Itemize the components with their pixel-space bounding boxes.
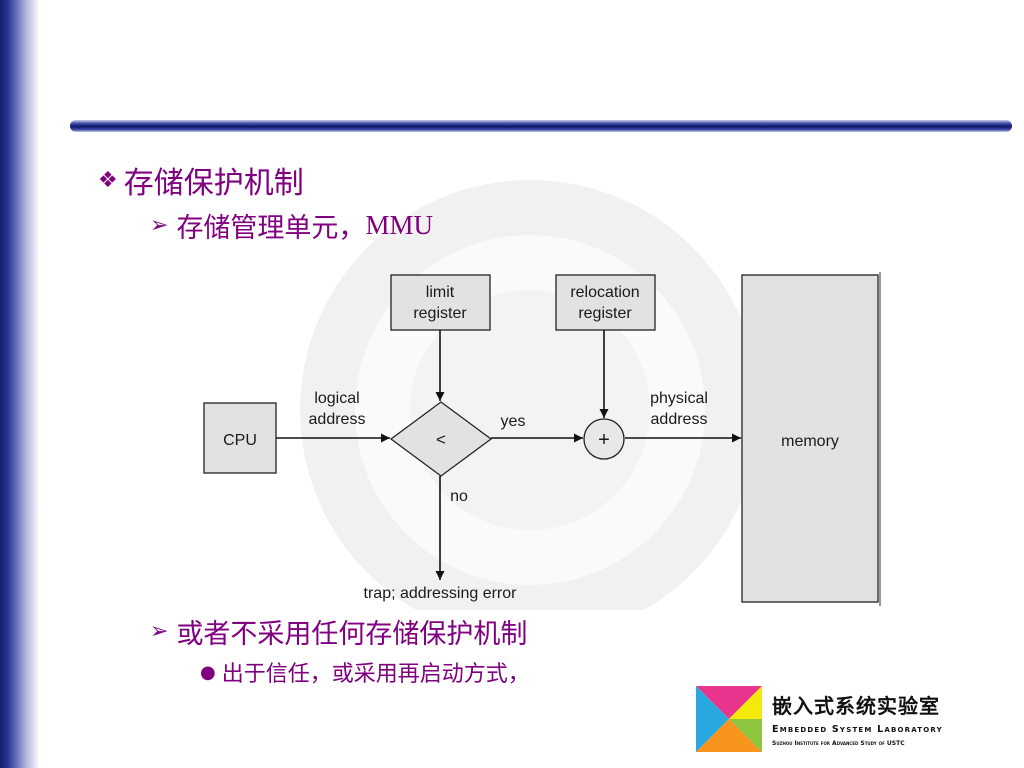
logical-label-line1: logical (314, 390, 359, 407)
yes-label: yes (501, 413, 526, 430)
limit-label-line2: register (413, 305, 467, 322)
circle-bullet-icon: ● (200, 661, 216, 683)
cpu-box (203, 402, 277, 474)
bullet-mmu-abbr: MMU (365, 210, 433, 240)
bullet-mmu-text: 存储管理单元， (176, 213, 366, 244)
bullet-trust: ● 出于信任，或采用再启动方式， (200, 656, 530, 688)
relocation-label-line2: register (578, 305, 632, 322)
lab-logo: 嵌入式系统实验室 Embedded System Laboratory Suzh… (696, 684, 996, 756)
arrow-bullet-icon: ➢ (150, 213, 169, 238)
tangram-logo-icon (696, 686, 762, 752)
cpu-label: CPU (223, 432, 257, 449)
title-divider (70, 120, 1012, 132)
compare-diamond (389, 401, 493, 477)
memory-label: memory (781, 433, 839, 450)
bullet-no-protection-text: 或者不采用任何存储保护机制 (176, 619, 528, 650)
lab-name-en: Embedded System Laboratory (772, 724, 943, 735)
memory-box (741, 274, 879, 603)
limit-label-line1: limit (426, 284, 455, 301)
bullet-no-protection: ➢ 或者不采用任何存储保护机制 (150, 612, 527, 651)
adder-symbol: + (598, 429, 610, 451)
bullet-main: ❖ 存储保护机制 (98, 158, 304, 202)
trap-label: trap; addressing error (364, 585, 518, 602)
lab-name-cn: 嵌入式系统实验室 (772, 694, 940, 718)
bullet-main-text: 存储保护机制 (123, 166, 304, 201)
diamond-bullet-icon: ❖ (98, 167, 118, 193)
physical-label-line1: physical (650, 390, 708, 407)
relocation-label-line1: relocation (570, 284, 639, 301)
logical-label-line2: address (309, 411, 366, 428)
lab-institute: Suzhou Institute for Advanced Study of U… (772, 740, 905, 747)
compare-symbol: < (436, 430, 446, 449)
left-gradient-bar (0, 0, 38, 768)
bullet-mmu: ➢ 存储管理单元， MMU (150, 206, 433, 245)
no-label: no (450, 488, 468, 505)
arrow-bullet-icon: ➢ (150, 619, 169, 644)
adder-circle (583, 418, 625, 460)
physical-label-line2: address (651, 411, 708, 428)
bullet-trust-text: 出于信任，或采用再启动方式， (221, 662, 530, 687)
relocation-register-box (555, 274, 656, 331)
